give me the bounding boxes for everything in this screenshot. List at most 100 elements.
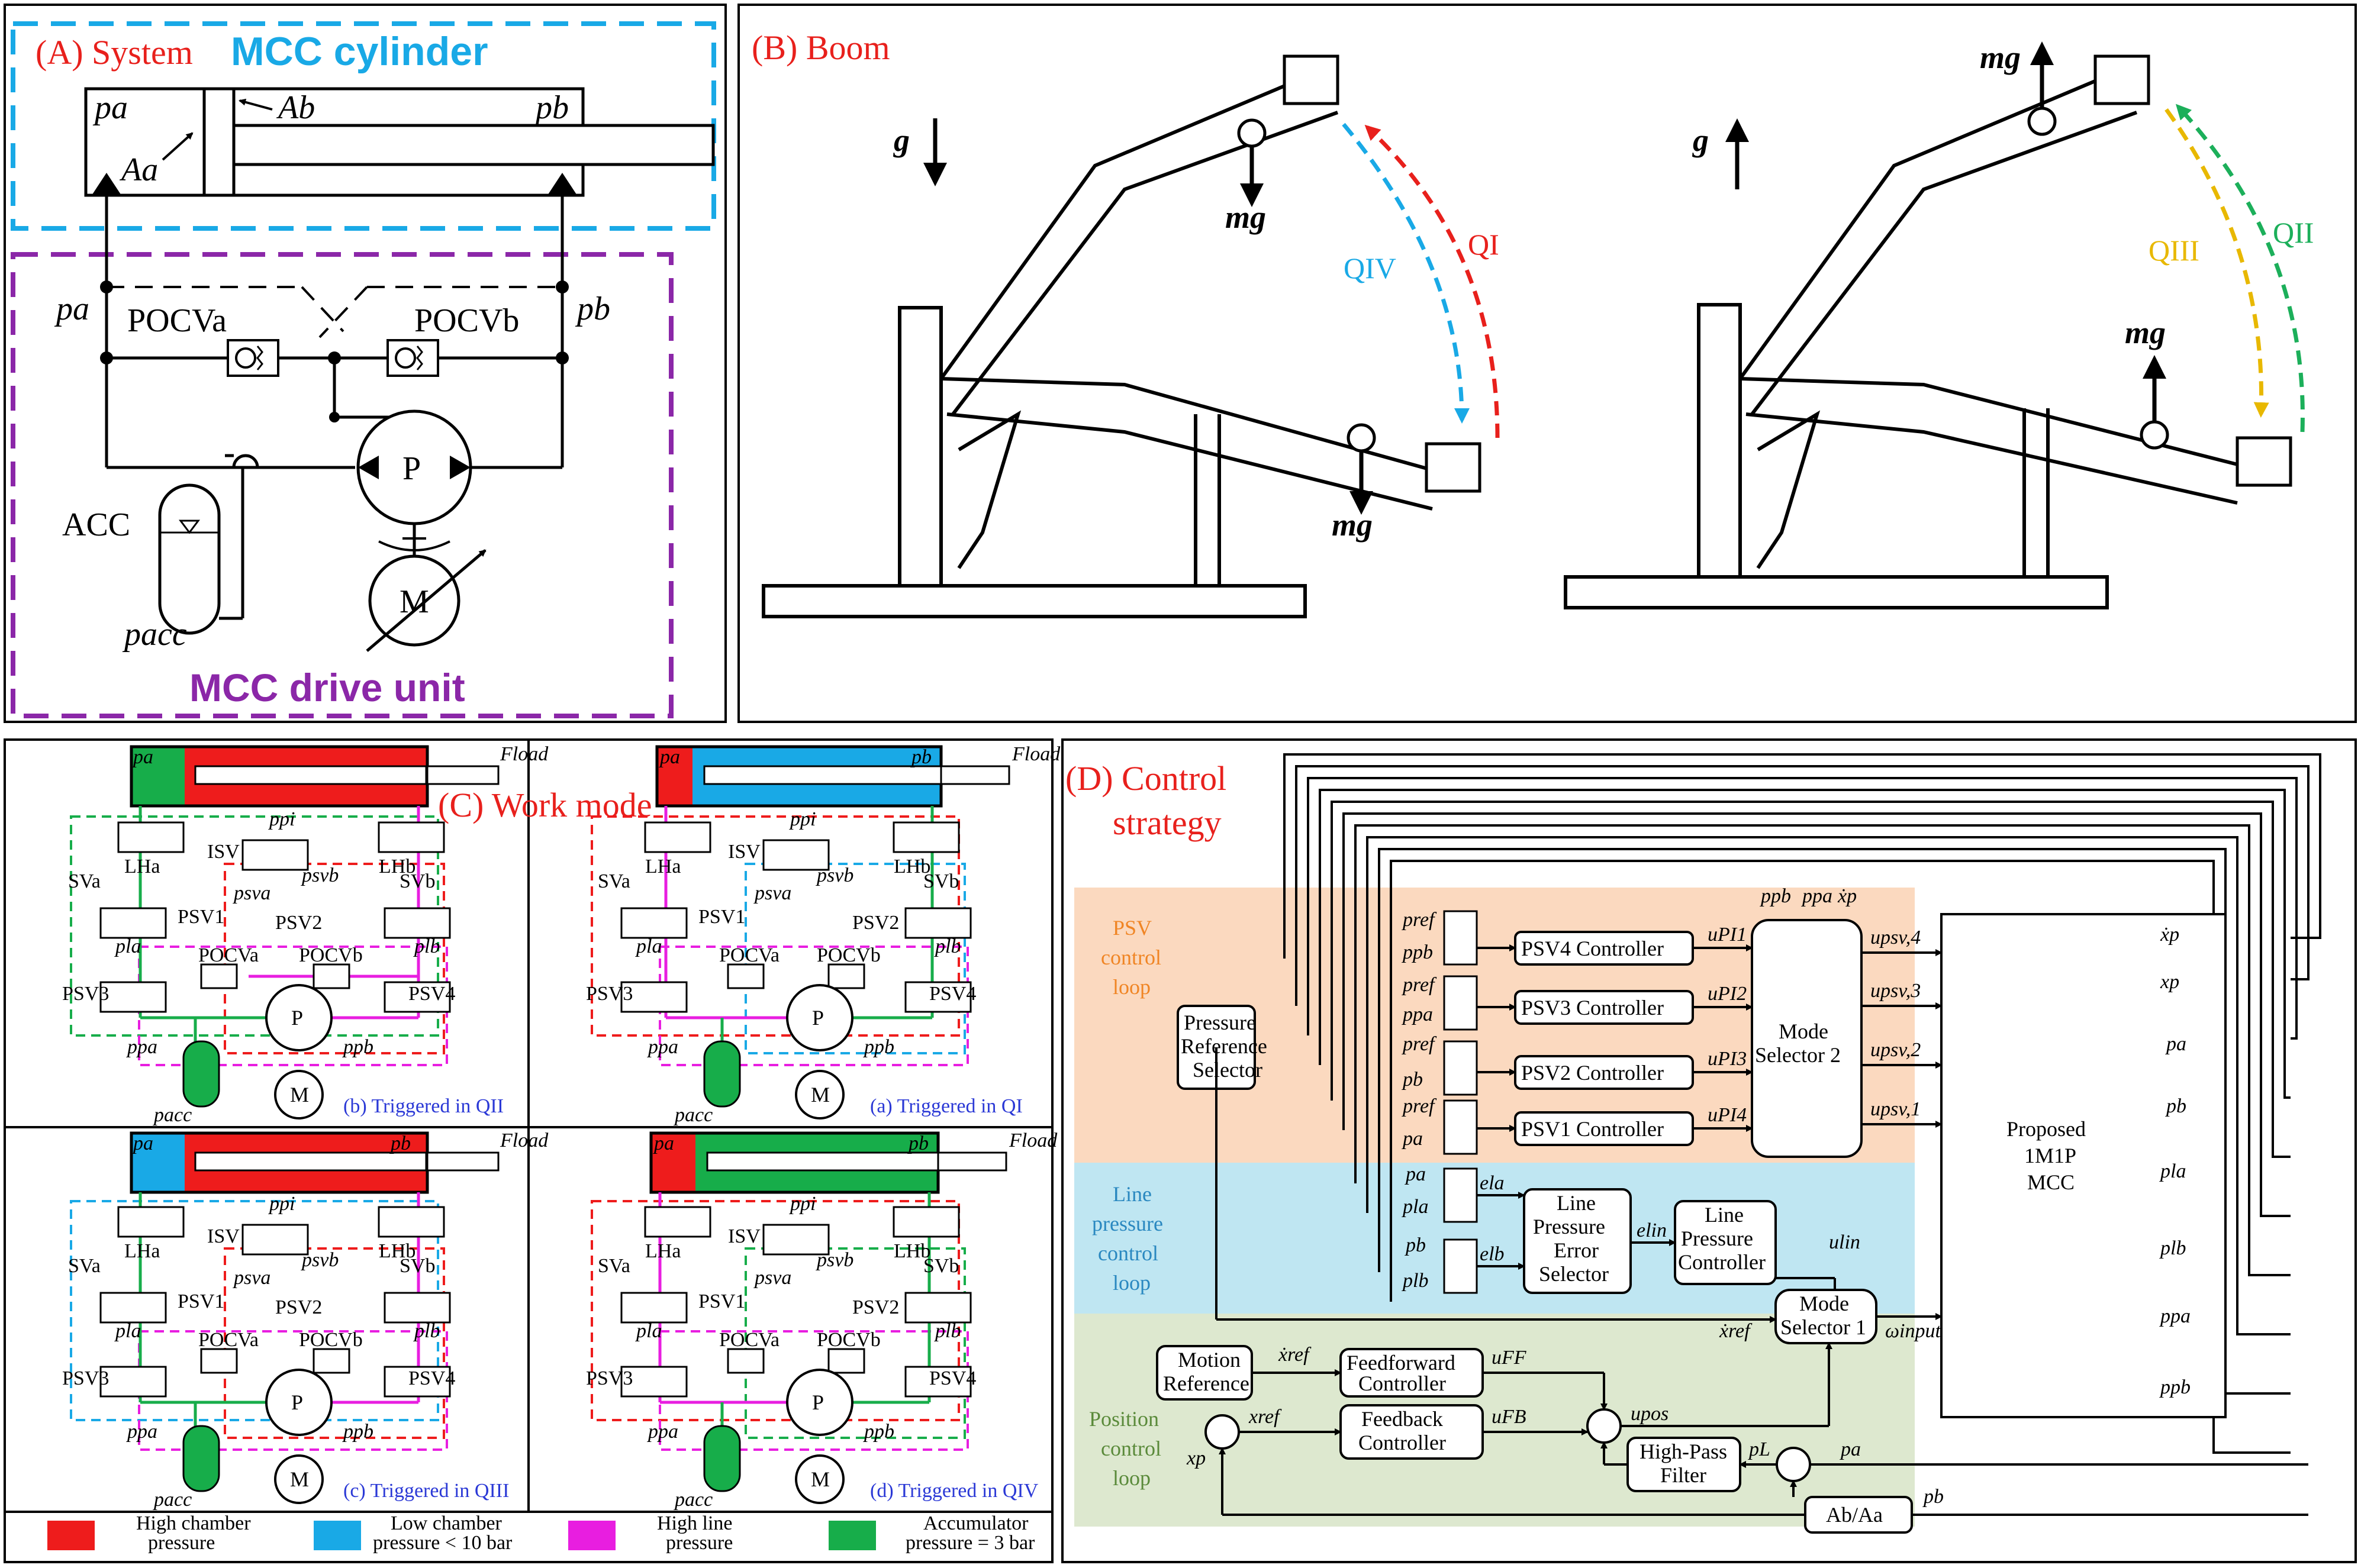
panel-a-border <box>4 4 727 723</box>
svg-text:ppa: ppa <box>126 1421 157 1443</box>
svg-text:ela: ela <box>1480 1172 1505 1194</box>
svg-text:pla: pla <box>1402 1196 1428 1218</box>
svg-text:ppb: ppb <box>342 1036 373 1058</box>
svg-text:pb: pb <box>1402 1069 1423 1090</box>
svg-text:PSV2: PSV2 <box>852 1296 899 1318</box>
svg-text:Feedback: Feedback <box>1361 1407 1443 1431</box>
svg-text:LHb: LHb <box>894 1240 930 1262</box>
svg-text:Pressure: Pressure <box>1681 1227 1753 1250</box>
svg-text:Line: Line <box>1557 1191 1596 1215</box>
panel-a: (A) System MCC cylinder MCC drive unit p… <box>4 4 727 723</box>
svg-text:LHa: LHa <box>645 856 681 877</box>
svg-text:P: P <box>291 1006 303 1030</box>
svg-text:P: P <box>291 1390 303 1414</box>
svg-text:pref: pref <box>1402 1033 1437 1055</box>
svg-text:elin: elin <box>1637 1219 1667 1241</box>
pos-loop-label-2: control <box>1101 1437 1161 1460</box>
caption-d: (d) Triggered in QIV <box>870 1480 1039 1502</box>
svg-text:SVa: SVa <box>68 870 101 892</box>
legend-swatch-high-chamber <box>47 1521 95 1550</box>
label-pacc: pacc <box>122 616 187 653</box>
svg-text:pla: pla <box>114 1320 141 1342</box>
svg-text:PSV4 Controller: PSV4 Controller <box>1521 937 1664 960</box>
svg-text:Fload: Fload <box>1009 1130 1058 1151</box>
svg-text:PSV2: PSV2 <box>275 1296 322 1318</box>
svg-text:P: P <box>812 1390 824 1414</box>
legend-label-high-chamber-1: High chamber <box>136 1512 251 1534</box>
piston <box>202 87 236 197</box>
svg-text:MCC: MCC <box>2027 1170 2075 1194</box>
svg-text:PSV4: PSV4 <box>408 1367 455 1389</box>
svg-text:Feedforward: Feedforward <box>1347 1351 1455 1375</box>
svg-text:LHb: LHb <box>894 856 930 877</box>
line-pressure-controller <box>1674 1200 1777 1285</box>
legend-label-accumulator-2: pressure = 3 bar <box>906 1532 1035 1554</box>
svg-text:pL: pL <box>1748 1438 1770 1460</box>
svg-text:Filter: Filter <box>1660 1463 1706 1487</box>
svg-text:pa: pa <box>2165 1033 2186 1055</box>
svg-text:ISV: ISV <box>207 841 240 863</box>
svg-text:Fload: Fload <box>500 1130 549 1151</box>
work-mode-d: Fload P <box>586 1130 1058 1511</box>
svg-text:ppa: ppa <box>2159 1305 2191 1327</box>
psv-loop-label-2: control <box>1101 946 1161 969</box>
svg-text:pla: pla <box>2159 1160 2186 1182</box>
svg-text:Reference: Reference <box>1181 1034 1267 1058</box>
svg-text:ISV: ISV <box>728 1225 761 1247</box>
label-pb-top: pb <box>533 89 569 126</box>
svg-text:pla: pla <box>635 1320 662 1342</box>
svg-text:psva: psva <box>233 1267 270 1289</box>
label-pa-mid: pa <box>54 291 89 327</box>
panel-a-title: (A) System <box>36 33 193 72</box>
svg-text:ppi: ppi <box>268 808 295 830</box>
svg-text:plb: plb <box>934 1320 961 1342</box>
svg-text:Selector 1: Selector 1 <box>1780 1315 1866 1339</box>
legend-swatch-high-line <box>568 1521 616 1550</box>
caption-b: (b) Triggered in QII <box>343 1095 504 1117</box>
work-mode-b: Fload pa <box>62 743 549 1126</box>
svg-text:POCVa: POCVa <box>719 944 780 966</box>
svg-text:Fload: Fload <box>1012 743 1061 765</box>
legend-swatch-low-chamber <box>314 1521 361 1550</box>
work-mode-c: Fload P <box>62 1130 549 1511</box>
svg-text:psvb: psvb <box>816 864 853 886</box>
svg-text:pa: pa <box>1402 1128 1423 1150</box>
svg-text:upos: upos <box>1631 1403 1669 1425</box>
svg-text:ppb: ppb <box>863 1036 894 1058</box>
svg-text:Selector: Selector <box>1539 1262 1609 1286</box>
svg-text:xp: xp <box>1186 1447 1206 1469</box>
svg-text:PSV1: PSV1 <box>698 906 745 928</box>
svg-text:plb: plb <box>413 1320 440 1342</box>
svg-text:uPI3: uPI3 <box>1708 1048 1747 1070</box>
svg-text:ISV: ISV <box>728 841 761 863</box>
svg-text:psva: psva <box>753 882 791 904</box>
svg-text:POCVb: POCVb <box>299 944 363 966</box>
panel-d-title-2: strategy <box>1113 804 1222 842</box>
svg-text:ẋref: ẋref <box>1719 1320 1753 1342</box>
boom-right-g: g <box>1692 122 1709 158</box>
svg-text:1M1P: 1M1P <box>2024 1144 2076 1167</box>
svg-text:pb: pb <box>907 1133 929 1154</box>
svg-text:pref: pref <box>1402 1095 1437 1117</box>
svg-text:upsv,1: upsv,1 <box>1870 1098 1921 1120</box>
svg-text:SVb: SVb <box>400 870 435 892</box>
svg-text:SVa: SVa <box>598 1255 630 1277</box>
svg-text:PSV3: PSV3 <box>62 983 109 1005</box>
svg-text:PSV1: PSV1 <box>698 1290 745 1312</box>
svg-text:Fload: Fload <box>500 743 549 765</box>
svg-text:PSV2 Controller: PSV2 Controller <box>1521 1061 1664 1085</box>
boom-right-mg-bottom: mg <box>2125 315 2166 350</box>
svg-text:Selector: Selector <box>1193 1058 1262 1082</box>
port-a-triangle <box>92 173 121 195</box>
boom-right-q-iii: QIII <box>2149 234 2199 267</box>
svg-text:POCVb: POCVb <box>817 944 881 966</box>
drive-unit-title: MCC drive unit <box>189 666 465 709</box>
svg-text:upsv,4: upsv,4 <box>1870 927 1921 948</box>
svg-text:POCVb: POCVb <box>299 1329 363 1351</box>
svg-text:pb: pb <box>1922 1486 1944 1508</box>
line-loop-label-1: Line <box>1113 1182 1152 1206</box>
psv-loop-label-1: PSV <box>1113 916 1152 940</box>
svg-text:pa: pa <box>1840 1438 1861 1460</box>
panel-b-border <box>737 4 2357 723</box>
svg-text:uFF: uFF <box>1492 1347 1527 1369</box>
